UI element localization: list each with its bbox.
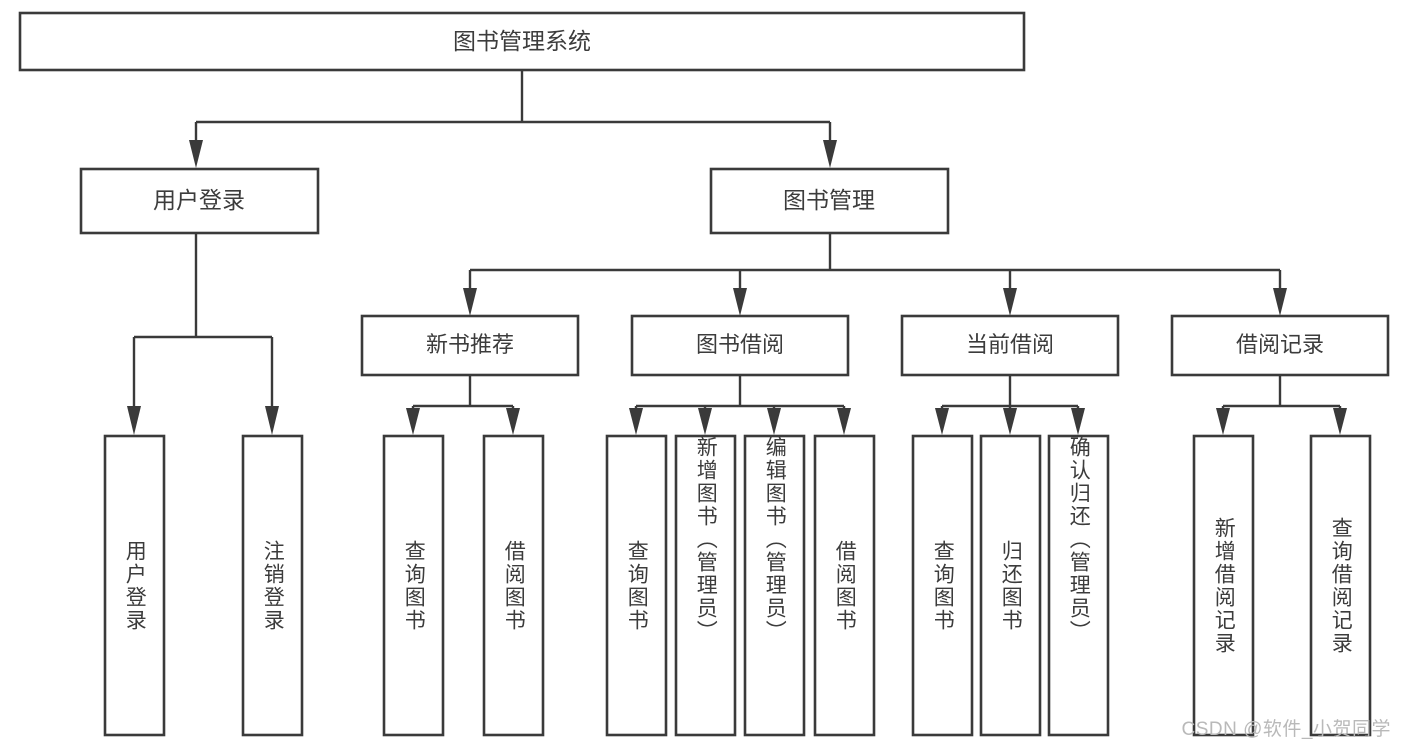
arrow-head-borrow-record	[1273, 288, 1287, 316]
node-book-manage-box[interactable]	[709, 167, 950, 235]
leaf-box-bb-borrow-book[interactable]	[813, 434, 876, 737]
leaf-box-cb-query-book[interactable]	[911, 434, 974, 737]
node-root-label: 图书管理系统	[453, 28, 591, 54]
node-borrow-record-label: 借阅记录	[1236, 332, 1324, 357]
leaf-boxes-borrow-record	[1192, 434, 1372, 737]
node-book-borrow-label: 图书借阅	[696, 332, 784, 357]
arrow-head-book-borrow	[733, 288, 747, 316]
leaf-box-cb-confirm-return[interactable]	[1047, 434, 1110, 737]
leaf-box-br-add-record[interactable]	[1192, 434, 1255, 737]
node-current-borrow-label: 当前借阅	[966, 332, 1054, 357]
leaf-box-bb-query-book[interactable]	[605, 434, 668, 737]
node-root[interactable]: 图书管理系统	[18, 11, 1026, 72]
leaf-box-logout[interactable]	[241, 434, 304, 737]
leaf-box-cb-return-book[interactable]	[979, 434, 1042, 737]
node-user-login-label: 用户登录	[153, 187, 245, 213]
arrow-head-book-manage	[823, 140, 837, 168]
leaf-boxes-user-login	[103, 434, 304, 737]
leaf-boxes-current-borrow	[911, 434, 1110, 737]
arrow-head-bb-query	[629, 408, 643, 435]
node-book-borrow[interactable]: 图书借阅	[630, 314, 850, 377]
node-book-borrow-box[interactable]	[630, 314, 850, 377]
leaf-box-nb-borrow-book[interactable]	[482, 434, 545, 737]
arrow-head-bb-edit	[767, 408, 781, 435]
leaf-box-br-query-record[interactable]	[1309, 434, 1372, 737]
node-borrow-record[interactable]: 借阅记录	[1170, 314, 1390, 377]
arrow-head-leaf-logout	[265, 406, 279, 435]
leaf-box-nb-query-book[interactable]	[382, 434, 445, 737]
leaf-box-bb-edit-book[interactable]	[743, 434, 806, 737]
csdn-watermark: CSDN @软件_小贺同学	[1181, 719, 1391, 740]
arrow-head-cb-confirm	[1071, 408, 1085, 435]
arrow-head-br-add	[1216, 408, 1230, 435]
node-current-borrow-box[interactable]	[900, 314, 1120, 377]
node-user-login-box[interactable]	[79, 167, 320, 235]
arrow-head-leaf-user-login	[127, 406, 141, 435]
node-book-manage[interactable]: 图书管理	[709, 167, 950, 235]
edges-bookmanage-to-level3	[463, 233, 1287, 316]
edges-newbook-to-leaves	[406, 375, 520, 435]
edges-borrowrecord-to-leaves	[1216, 375, 1347, 435]
arrow-head-user-login	[189, 140, 203, 168]
edges-userlogin-to-leaves	[127, 233, 279, 435]
node-new-book-recommend[interactable]: 新书推荐	[360, 314, 580, 377]
arrow-head-current-borrow	[1003, 288, 1017, 316]
arrow-head-nb-query	[406, 408, 420, 435]
leaf-boxes-book-borrow	[605, 434, 876, 737]
edges-root-to-level2	[189, 70, 837, 168]
arrow-head-bb-add	[698, 408, 712, 435]
leaf-box-user-login[interactable]	[103, 434, 166, 737]
arrow-head-br-query	[1333, 408, 1347, 435]
edges-bookborrow-to-leaves	[629, 375, 851, 435]
arrow-head-bb-borrow	[837, 408, 851, 435]
node-new-book-recommend-label: 新书推荐	[426, 332, 514, 357]
arrow-head-cb-query	[935, 408, 949, 435]
leaf-boxes-new-book-recommend	[382, 434, 545, 737]
leaf-box-bb-add-book[interactable]	[674, 434, 737, 737]
edges-currentborrow-to-leaves	[935, 375, 1085, 435]
node-book-manage-label: 图书管理	[783, 187, 875, 213]
node-borrow-record-box[interactable]	[1170, 314, 1390, 377]
arrow-head-cb-return	[1003, 408, 1017, 435]
node-new-book-recommend-box[interactable]	[360, 314, 580, 377]
node-user-login[interactable]: 用户登录	[79, 167, 320, 235]
node-root-box[interactable]	[18, 11, 1026, 72]
node-current-borrow[interactable]: 当前借阅	[900, 314, 1120, 377]
arrow-head-new-book	[463, 288, 477, 316]
arrow-head-nb-borrow	[506, 408, 520, 435]
